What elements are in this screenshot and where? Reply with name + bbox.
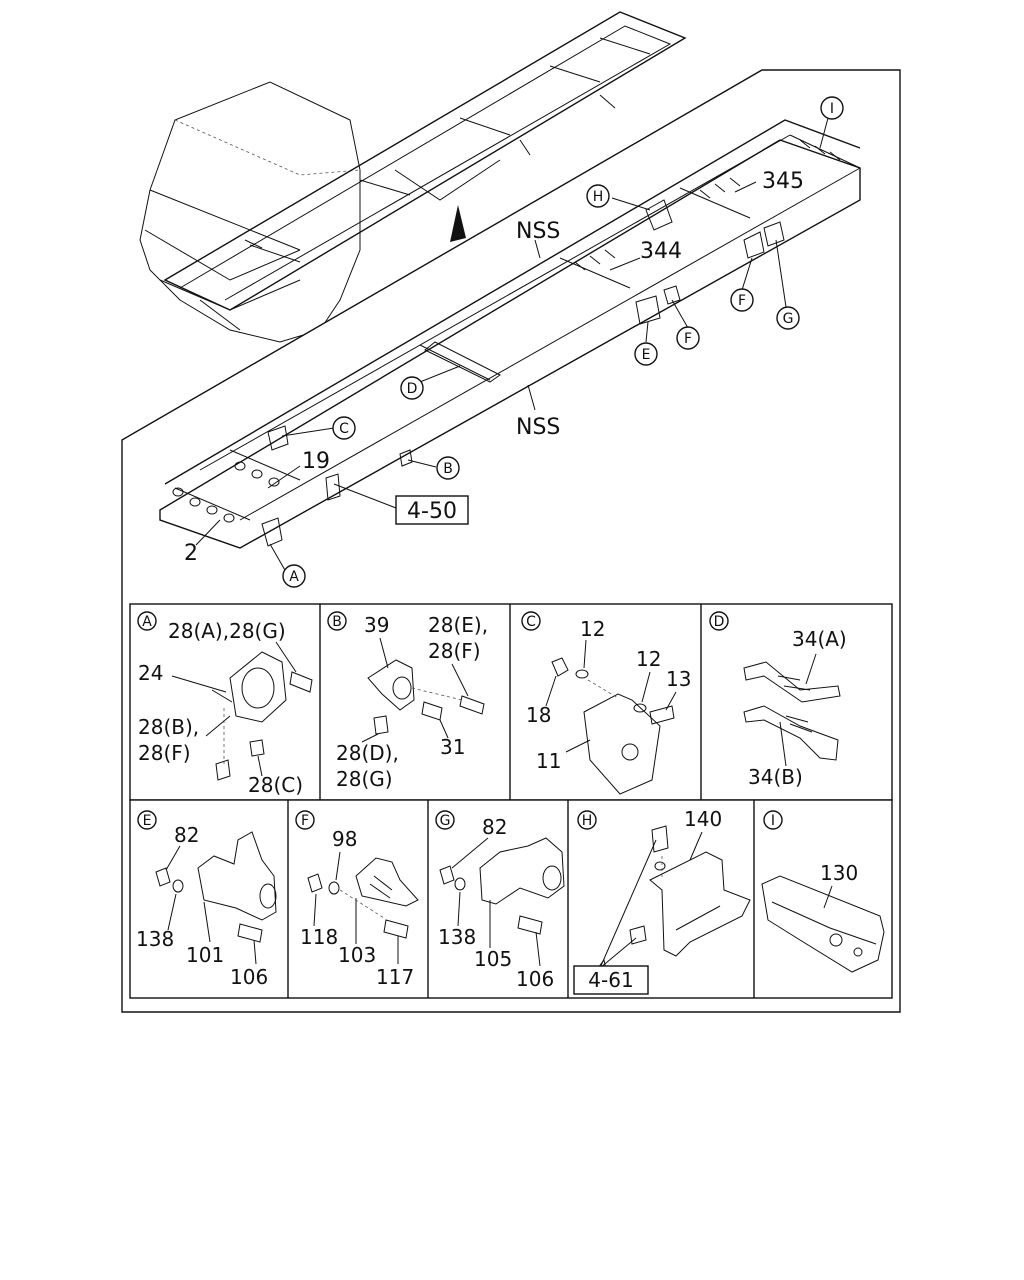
panel-g-label-1: 82: [482, 815, 507, 839]
detail-panel-e: E 82 138 101 106: [136, 810, 277, 989]
label-nss-top: NSS: [516, 219, 560, 244]
svg-text:E: E: [642, 347, 651, 363]
panel-b-label-3: 28(F): [428, 639, 481, 663]
detail-grid: [129, 603, 893, 999]
panel-c-label-3: 13: [666, 667, 691, 691]
panel-e-label-1: 82: [174, 823, 199, 847]
label-nss-bottom: NSS: [516, 415, 560, 440]
panel-i-label-1: 130: [820, 861, 858, 885]
svg-text:4-50: 4-50: [407, 499, 457, 524]
detail-panel-h: H 140 4-61: [573, 807, 751, 995]
svg-text:D: D: [407, 381, 418, 397]
label-344: 344: [640, 239, 682, 264]
panel-e-label-3: 101: [186, 943, 224, 967]
label-345: 345: [762, 169, 804, 194]
panel-i-tag: I: [771, 813, 775, 829]
panel-a-label-3: 28(B),: [138, 715, 199, 739]
detail-panel-c: C 12 12 13 18 11: [521, 611, 691, 795]
detail-panel-i: I 130: [761, 810, 885, 973]
panel-g-label-2: 138: [438, 925, 476, 949]
panel-d-label-1: 34(A): [792, 627, 847, 651]
svg-text:4-61: 4-61: [588, 968, 633, 992]
panel-a-label-4: 28(F): [138, 741, 191, 765]
svg-text:G: G: [783, 311, 794, 327]
callout-g: G: [776, 306, 800, 330]
panel-a-label-2: 24: [138, 661, 163, 685]
panel-g-label-4: 106: [516, 967, 554, 991]
direction-arrow: [450, 205, 466, 242]
truck-cab-drawing: [139, 81, 361, 343]
panel-e-label-2: 138: [136, 927, 174, 951]
panel-h-tag: H: [582, 813, 593, 829]
detail-panel-f: F 98 118 103 117: [295, 810, 419, 989]
ref-box-4-61: 4-61: [573, 965, 649, 995]
main-leader-lines: [195, 117, 829, 573]
callout-e: E: [634, 342, 658, 366]
panel-f-label-3: 103: [338, 943, 376, 967]
panel-c-label-4: 18: [526, 703, 551, 727]
panel-b-label-5: 28(G): [336, 767, 393, 791]
label-2: 2: [184, 541, 198, 566]
panel-b-label-4: 28(D),: [336, 741, 399, 765]
callout-i: I: [820, 96, 844, 120]
detail-panel-b: B 39 28(E), 28(F) 28(D), 28(G) 31: [327, 611, 488, 791]
detail-panel-d: D 34(A) 34(B): [709, 611, 847, 789]
panel-e-tag: E: [143, 813, 152, 829]
panel-c-label-5: 11: [536, 749, 561, 773]
callout-c: C: [332, 416, 356, 440]
svg-text:C: C: [339, 421, 349, 437]
panel-d-label-2: 34(B): [748, 765, 803, 789]
panel-b-label-1: 39: [364, 613, 389, 637]
callout-h: H: [586, 184, 610, 208]
panel-f-label-1: 98: [332, 827, 357, 851]
panel-h-label-1: 140: [684, 807, 722, 831]
svg-text:A: A: [289, 569, 299, 585]
ref-box-4-50: 4-50: [395, 495, 469, 525]
small-chassis-drawing: [163, 11, 687, 311]
detail-panel-a: A 28(A),28(G) 24 28(B), 28(F) 28(C): [137, 611, 313, 797]
callout-f-2: F: [676, 326, 700, 350]
callout-a: A: [282, 564, 306, 588]
detail-panel-g: G 82 138 105 106: [435, 810, 565, 991]
svg-text:I: I: [830, 101, 834, 117]
panel-c-tag: C: [526, 614, 536, 630]
panel-a-label-5: 28(C): [248, 773, 303, 797]
callout-b: B: [436, 456, 460, 480]
svg-text:H: H: [593, 189, 604, 205]
svg-text:F: F: [684, 331, 692, 347]
panel-c-label-1: 12: [580, 617, 605, 641]
panel-g-label-3: 105: [474, 947, 512, 971]
panel-a-label-1: 28(A),28(G): [168, 619, 286, 643]
panel-b-tag: B: [332, 614, 342, 630]
panel-b-label-6: 31: [440, 735, 465, 759]
label-19: 19: [302, 449, 330, 474]
panel-e-label-4: 106: [230, 965, 268, 989]
panel-f-label-4: 117: [376, 965, 414, 989]
panel-f-label-2: 118: [300, 925, 338, 949]
svg-text:B: B: [443, 461, 453, 477]
callout-d: D: [400, 376, 424, 400]
panel-d-tag: D: [714, 614, 725, 630]
panel-b-label-2: 28(E),: [428, 613, 488, 637]
main-chassis-drawing: [159, 119, 861, 549]
svg-text:F: F: [738, 293, 746, 309]
panel-f-tag: F: [301, 813, 309, 829]
panel-c-label-2: 12: [636, 647, 661, 671]
callout-f-1: F: [730, 288, 754, 312]
panel-g-tag: G: [440, 813, 451, 829]
panel-a-tag: A: [142, 614, 152, 630]
